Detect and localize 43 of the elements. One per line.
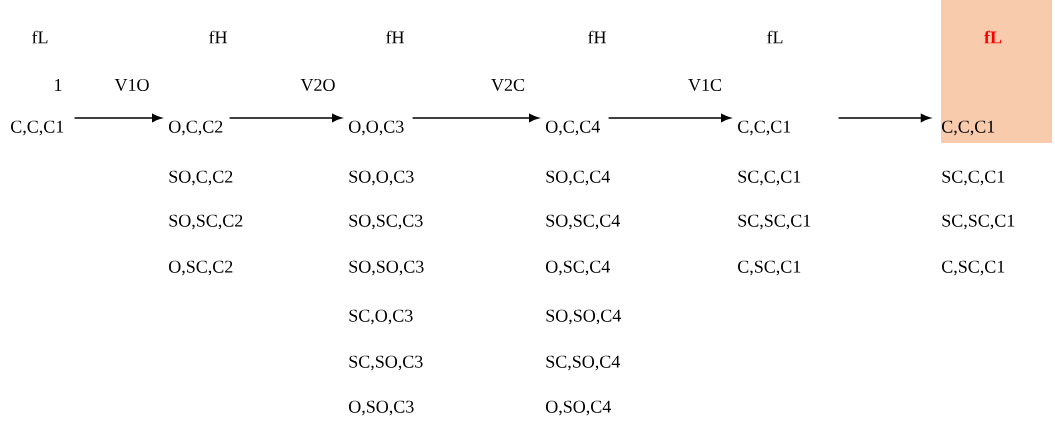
header-label: fH xyxy=(386,30,404,44)
header-label: fH xyxy=(588,30,606,44)
state-label: SO,C,C4 xyxy=(546,170,610,186)
step-number: 1 xyxy=(55,79,62,91)
state-label: SC,SO,C4 xyxy=(546,355,620,371)
state-label: SO,O,C3 xyxy=(349,170,414,186)
state-label: SC,SO,C3 xyxy=(349,355,423,371)
state-label: O,SO,C4 xyxy=(546,400,611,416)
header-label: fH xyxy=(209,30,227,44)
state-label: O,C,C2 xyxy=(169,120,223,136)
arrow xyxy=(228,113,342,123)
state-label: O,O,C3 xyxy=(349,120,404,136)
edge-label: V2C xyxy=(489,77,527,93)
state-label: O,C,C4 xyxy=(546,120,600,136)
state-label: O,SC,C2 xyxy=(169,260,233,276)
state-label: SC,C,C1 xyxy=(942,170,1005,186)
state-label: C,C,C1 xyxy=(942,120,995,136)
state-label: O,SC,C4 xyxy=(546,260,610,276)
state-label: SC,SC,C1 xyxy=(942,214,1015,230)
edge-label: V1O xyxy=(113,77,151,93)
edge-label: V2O xyxy=(299,77,337,93)
state-label: SO,SC,C4 xyxy=(546,214,620,230)
arrow xyxy=(411,113,539,123)
header-label: fL xyxy=(767,30,783,44)
arrow xyxy=(837,113,931,123)
state-label: SO,C,C2 xyxy=(169,170,233,186)
arrow xyxy=(73,113,162,123)
header-label: fL xyxy=(984,30,1002,44)
arrow xyxy=(607,113,731,123)
state-label: SO,SC,C2 xyxy=(169,214,243,230)
state-label: SO,SO,C3 xyxy=(349,260,424,276)
state-label: SO,SO,C4 xyxy=(546,309,621,325)
edge-label: V1C xyxy=(686,77,724,93)
state-label: C,C,C1 xyxy=(11,120,64,136)
state-label: O,SO,C3 xyxy=(349,400,414,416)
state-label: SC,O,C3 xyxy=(349,309,413,325)
state-label: C,SC,C1 xyxy=(738,260,801,276)
state-label: C,SC,C1 xyxy=(942,260,1005,276)
state-label: SO,SC,C3 xyxy=(349,214,423,230)
state-label: SC,SC,C1 xyxy=(738,214,811,230)
state-label: C,C,C1 xyxy=(738,120,791,136)
header-label: fL xyxy=(32,30,48,44)
state-label: SC,C,C1 xyxy=(738,170,801,186)
